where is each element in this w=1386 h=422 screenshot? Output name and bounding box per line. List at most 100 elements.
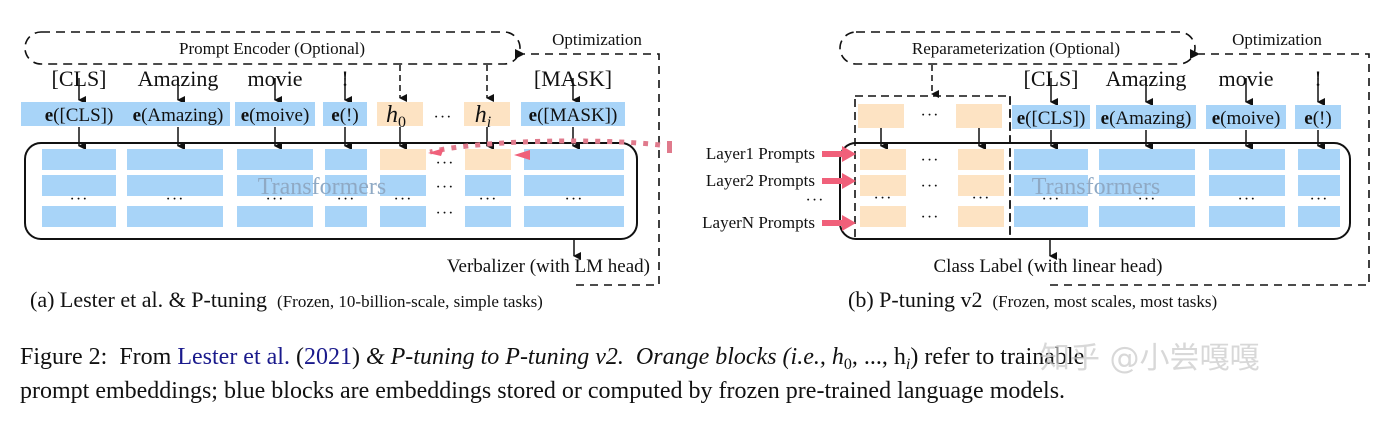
embedding-a-4: e([MASK]) xyxy=(529,105,618,126)
embedding-b-1-bold: e xyxy=(1101,108,1109,129)
block-b-2-2 xyxy=(1209,206,1285,227)
prompt-base: h xyxy=(475,102,487,128)
subtitle-b-note: (Frozen, most scales, most tasks) xyxy=(992,292,1217,311)
caption-prefix: Figure 2: From xyxy=(20,344,177,370)
subtitle-a-main: (a) Lester et al. & P-tuning xyxy=(30,287,267,312)
caption-line-1: Figure 2: From Lester et al. (2021) & P-… xyxy=(20,344,1084,373)
block-b-1-2 xyxy=(1099,206,1195,227)
caption-paren-close: ) xyxy=(352,344,360,370)
embedding-b-3: e(!) xyxy=(1304,108,1331,129)
transformers-label-a: Transformers xyxy=(258,174,386,200)
block-a-2-0 xyxy=(237,149,313,170)
layer-prompts-label-1: Layer2 Prompts xyxy=(706,171,815,190)
layer-col-ellipsis-0: ··· xyxy=(874,190,893,207)
layer-prompt-right-0 xyxy=(958,149,1004,170)
prompt-ellipsis-a: ··· xyxy=(434,109,453,126)
mid-ellipsis-a-0: ··· xyxy=(436,155,455,172)
reparameterization-box xyxy=(839,31,1196,65)
embedding-a-3: e(!) xyxy=(331,105,358,126)
embedding-a-2-rest: (moive) xyxy=(249,105,309,126)
block-a-3-0 xyxy=(325,149,367,170)
layer-prompt-dotted-path xyxy=(429,138,661,155)
embedding-a-2-bold: e xyxy=(241,105,249,126)
embedding-b-0-rest: ([CLS]) xyxy=(1025,108,1085,129)
subtitle-a-note: (Frozen, 10-billion-scale, simple tasks) xyxy=(277,292,543,311)
caption-rest: & P-tuning to P-tuning v2. Orange blocks… xyxy=(360,344,844,370)
block-b-0-1 xyxy=(1014,175,1088,196)
caption-line-2: prompt embeddings; blue blocks are embed… xyxy=(20,378,1065,404)
embedding-a-1: e(Amazing) xyxy=(133,105,224,126)
caption-year-link[interactable]: 2021 xyxy=(304,344,352,370)
caption-citation-link[interactable]: Lester et al. xyxy=(177,344,290,370)
block-a-0-1 xyxy=(42,175,116,196)
verbalizer-label: Verbalizer (with LM head) xyxy=(447,256,650,277)
optimization-label-a: Optimization xyxy=(552,30,642,49)
block-a-4-2 xyxy=(380,206,426,227)
block-a-1-0 xyxy=(127,149,223,170)
caption-sub0: 0 xyxy=(844,356,852,373)
block-a-1-1 xyxy=(127,175,223,196)
embedding-a-0-bold: e xyxy=(45,105,53,126)
embedding-a-0-bg xyxy=(21,102,137,126)
block-a-0-0 xyxy=(42,149,116,170)
embedding-b-2: e(moive) xyxy=(1212,108,1281,129)
layer-prompts-arrow-0 xyxy=(822,146,856,162)
layer-prompt-left-0 xyxy=(860,149,906,170)
block-ellipsis-a-4: ··· xyxy=(394,191,413,208)
layer-prompts-ellipsis: ··· xyxy=(806,192,825,209)
panel-a: Prompt Encoder (Optional) Optimization [… xyxy=(21,30,661,312)
panel-b: Reparameterization (Optional) Optimizati… xyxy=(667,30,1370,312)
optimization-label-b: Optimization xyxy=(1232,30,1322,49)
block-ellipsis-b-3: ··· xyxy=(1310,191,1329,208)
subtitle-b-main: (b) P-tuning v2 xyxy=(848,287,982,312)
reparam-prompt-1 xyxy=(956,104,1002,128)
red-arrow-to-h0 xyxy=(428,148,444,156)
block-b-2-1 xyxy=(1209,175,1285,196)
prompt-subscript: 0 xyxy=(398,114,406,131)
embedding-a-0-rest: ([CLS]) xyxy=(53,105,113,126)
transformers-box-a xyxy=(24,142,638,240)
prompt-embedding-a-1: hi xyxy=(475,102,491,131)
block-a-0-2 xyxy=(42,206,116,227)
embedding-b-1-bg xyxy=(1096,105,1196,129)
block-ellipsis-a-1: ··· xyxy=(166,191,185,208)
embedding-a-3-bg xyxy=(323,102,367,126)
embedding-b-3-bold: e xyxy=(1304,108,1312,129)
embedding-a-1-bg xyxy=(126,102,230,126)
optimization-loop-b xyxy=(1050,49,1370,286)
embedding-b-3-bg xyxy=(1295,105,1341,129)
embedding-a-0: e([CLS]) xyxy=(45,105,114,126)
block-b-2-0 xyxy=(1209,149,1285,170)
reparam-ellipsis: ··· xyxy=(921,107,940,124)
block-ellipsis-b-2: ··· xyxy=(1238,191,1257,208)
subtitle-b: (b) P-tuning v2 (Frozen, most scales, mo… xyxy=(848,287,1217,312)
block-a-4-0 xyxy=(380,149,426,170)
layer-prompts-label-3: LayerN Prompts xyxy=(702,213,815,232)
embedding-a-1-rest: (Amazing) xyxy=(141,105,223,126)
block-b-3-1 xyxy=(1298,175,1340,196)
block-a-2-2 xyxy=(237,206,313,227)
layer-prompt-left-2 xyxy=(860,206,906,227)
caption-paren-open: ( xyxy=(290,344,304,370)
mid-ellipsis-a-1: ··· xyxy=(436,179,455,196)
block-a-3-2 xyxy=(325,206,367,227)
prompt-embedding-a-0: h0 xyxy=(386,102,406,131)
embedding-a-2: e(moive) xyxy=(241,105,310,126)
block-a-5-2 xyxy=(465,206,511,227)
prompt-embedding-a-bg-1 xyxy=(464,102,510,126)
block-b-1-0 xyxy=(1099,149,1195,170)
layer-prompts-label-0: Layer1 Prompts xyxy=(706,144,815,163)
embedding-a-2-bg xyxy=(235,102,315,126)
layer-prompt-ellipsis-0: ··· xyxy=(921,152,940,169)
block-ellipsis-a-0: ··· xyxy=(70,191,89,208)
block-ellipsis-a-3: ··· xyxy=(337,191,356,208)
embedding-a-3-rest: (!) xyxy=(340,105,359,126)
prompt-subscript: i xyxy=(487,114,491,131)
block-a-3-1 xyxy=(325,175,367,196)
layer-prompt-right-1 xyxy=(958,175,1004,196)
subtitle-a: (a) Lester et al. & P-tuning (Frozen, 10… xyxy=(30,287,543,312)
caption-subi: i xyxy=(906,356,910,373)
block-a-6-2 xyxy=(524,206,624,227)
layer-prompt-ellipsis-1: ··· xyxy=(921,178,940,195)
